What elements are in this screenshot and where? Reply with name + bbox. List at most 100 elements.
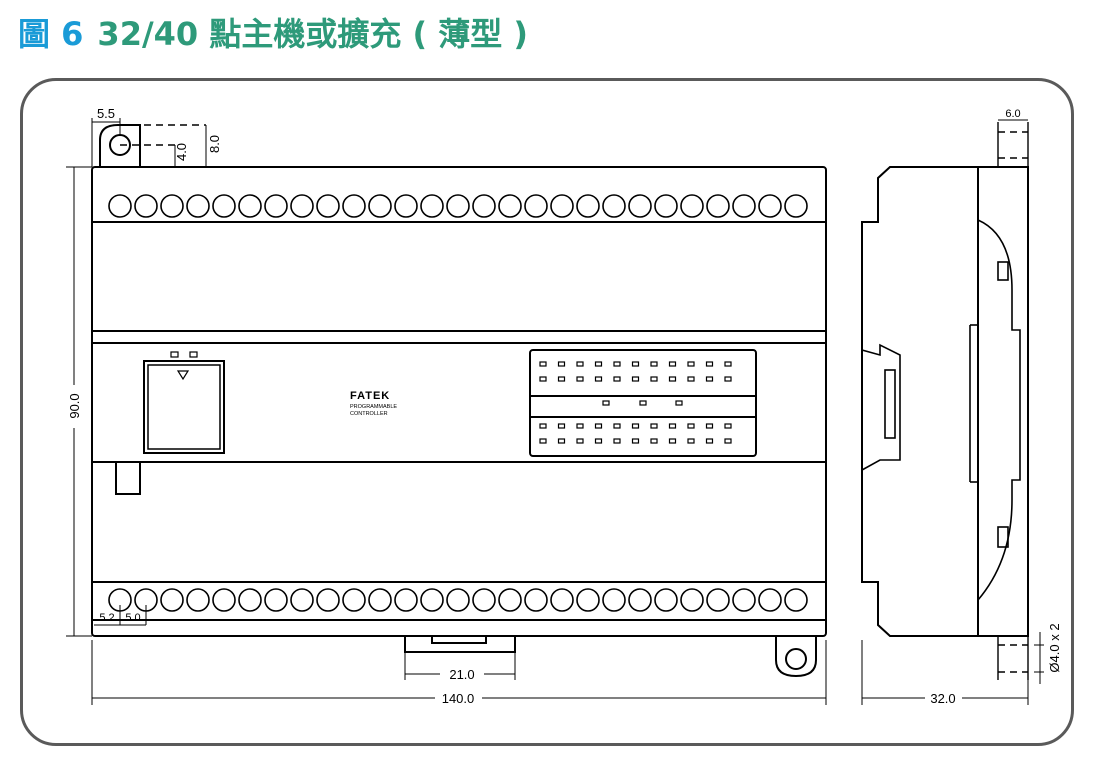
io-led — [539, 361, 547, 367]
io-led — [594, 423, 603, 429]
terminal-screw — [680, 588, 704, 612]
terminal-screw — [550, 194, 574, 218]
io-led — [631, 361, 640, 367]
terminal-screw — [212, 194, 236, 218]
terminal-screw — [368, 194, 392, 218]
terminal-screw — [758, 194, 782, 218]
terminal-screw — [186, 588, 210, 612]
terminal-screw — [654, 194, 678, 218]
io-led — [724, 423, 732, 429]
io-led — [705, 423, 714, 429]
terminal-screw — [394, 588, 418, 612]
terminal-screw — [316, 588, 340, 612]
side-vent — [997, 261, 1009, 281]
io-led — [631, 423, 640, 429]
figure-title: 圖 6 32/40 點主機或擴充 ( 薄型 ) — [18, 14, 528, 54]
terminal-screw — [212, 588, 236, 612]
terminal-screw — [576, 194, 600, 218]
memory-pack-slot — [143, 360, 225, 454]
din-clip-tab — [431, 635, 487, 644]
io-led — [576, 438, 584, 444]
io-led — [705, 376, 714, 382]
terminal-screw — [602, 194, 626, 218]
dim-width-label: 140.0 — [442, 691, 475, 706]
status-led — [170, 351, 179, 358]
terminal-screw — [342, 194, 366, 218]
terminal-screw — [472, 194, 496, 218]
terminal-screw — [576, 588, 600, 612]
io-led — [539, 376, 547, 382]
terminal-screw — [316, 194, 340, 218]
terminal-screw — [524, 194, 548, 218]
terminal-screw — [732, 588, 756, 612]
din-slot-profile — [861, 331, 901, 582]
led-indicator-panel — [529, 349, 757, 457]
io-led — [576, 361, 584, 367]
io-led — [557, 438, 566, 444]
io-led — [650, 376, 658, 382]
plc-front-body — [91, 166, 827, 637]
figure-number: 圖 6 — [18, 15, 84, 53]
dim-din-label: 21.0 — [449, 667, 474, 682]
io-led — [687, 423, 695, 429]
io-led — [687, 438, 695, 444]
terminal-screw — [290, 588, 314, 612]
terminal-screw — [784, 194, 808, 218]
status-led — [602, 400, 610, 406]
terminal-screw — [472, 588, 496, 612]
io-led — [613, 438, 621, 444]
figure-caption: 32/40 點主機或擴充 ( 薄型 ) — [97, 15, 528, 53]
terminal-screw — [680, 194, 704, 218]
din-slot-inner — [884, 369, 896, 439]
io-led — [668, 361, 677, 367]
status-led — [189, 351, 198, 358]
terminal-screw — [160, 194, 184, 218]
din-rail-clip — [404, 636, 516, 653]
brand-label: FATEK — [350, 390, 390, 402]
terminal-screw — [654, 588, 678, 612]
terminal-screw — [446, 194, 470, 218]
terminal-screw — [784, 588, 808, 612]
io-led — [594, 361, 603, 367]
terminal-screw — [602, 588, 626, 612]
terminal-screw — [186, 194, 210, 218]
io-led — [687, 376, 695, 382]
io-led — [576, 376, 584, 382]
io-led — [594, 438, 603, 444]
io-led — [539, 423, 547, 429]
terminal-screw — [524, 588, 548, 612]
dim-hole-v2-label: 8.0 — [207, 135, 222, 153]
dim-side-top-label: 6.0 — [1005, 108, 1020, 120]
dim-term-pitch-label: 5.0 — [125, 612, 140, 624]
plc-side-body — [861, 166, 1029, 637]
io-led — [613, 423, 621, 429]
terminal-screw — [238, 588, 262, 612]
terminal-screw — [420, 194, 444, 218]
status-led — [675, 400, 683, 406]
io-led — [668, 376, 677, 382]
terminal-screw — [628, 194, 652, 218]
io-led — [705, 438, 714, 444]
terminal-screw — [758, 588, 782, 612]
terminal-screw — [290, 194, 314, 218]
terminal-screw — [264, 588, 288, 612]
mounting-ear-bottom — [775, 636, 817, 678]
io-led — [650, 423, 658, 429]
terminal-screw — [706, 588, 730, 612]
io-led — [724, 361, 732, 367]
dim-hole-offset-label: 5.5 — [97, 106, 115, 121]
brand-subtitle-2: CONTROLLER — [350, 411, 388, 417]
memory-pack-arrow-icon — [176, 370, 190, 381]
terminal-screw — [628, 588, 652, 612]
brand-subtitle-1: PROGRAMMABLE — [350, 404, 397, 410]
mounting-ear-top — [99, 124, 141, 167]
terminal-screw — [394, 194, 418, 218]
io-led — [557, 361, 566, 367]
dim-term-offset-label: 5.2 — [99, 612, 114, 624]
comm-port-tab — [115, 461, 141, 495]
terminal-screw — [498, 588, 522, 612]
io-led — [613, 376, 621, 382]
dim-hole-dia-label: Ø4.0 x 2 — [1047, 623, 1062, 672]
terminal-screw — [342, 588, 366, 612]
terminal-screw — [368, 588, 392, 612]
